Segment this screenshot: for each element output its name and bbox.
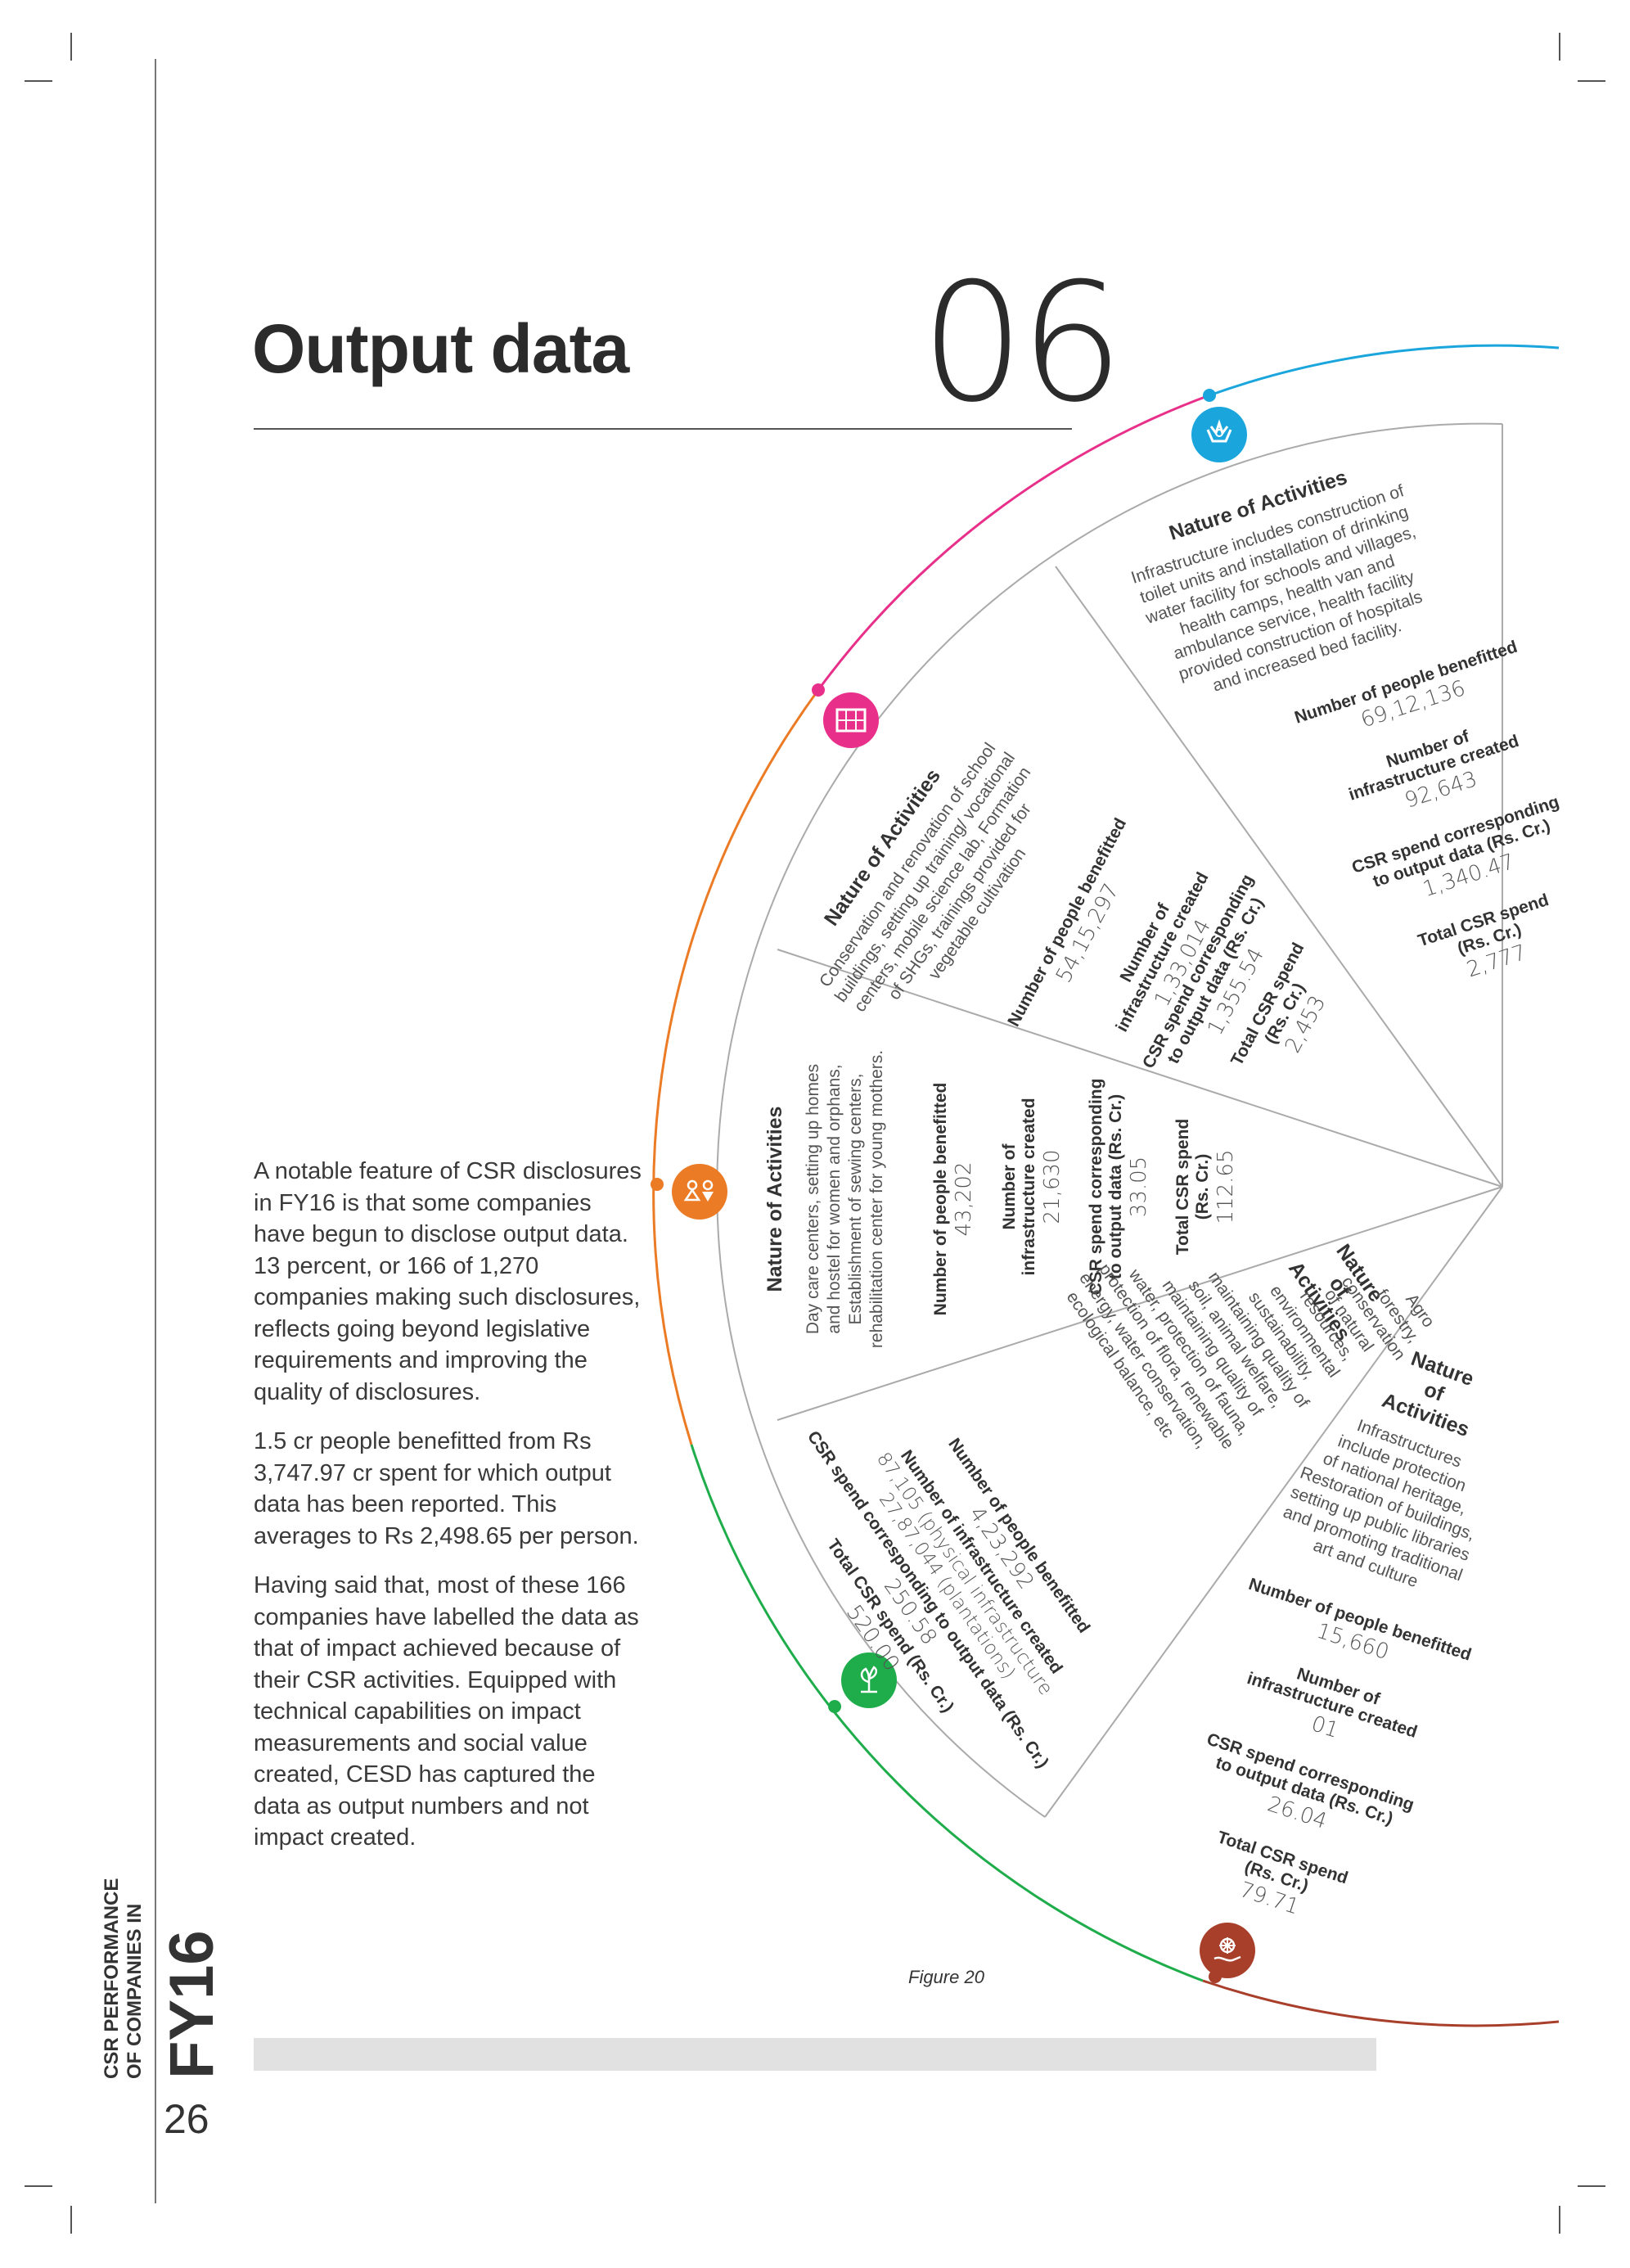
infra-label: Number of [1000,1143,1019,1229]
segment-heritage-figures: Number of people benefitted 15,660 Numbe… [1204,1575,1474,1920]
crop-mark [1578,80,1605,82]
arc-gender [652,689,820,1445]
wedge-outline [716,422,1503,1818]
segment-description: Establishment of sewing centers, [846,1074,865,1325]
crop-mark [1559,2206,1560,2234]
crop-mark [1578,2185,1605,2187]
infra-label: infrastructure created [1020,1098,1038,1275]
heritage-icon [1200,1923,1255,1978]
crop-mark [1559,33,1560,61]
sidebar-line-1: CSR PERFORMANCE [101,1878,123,2079]
arc-health [1209,344,1560,397]
crop-mark [25,2185,52,2187]
gender-icon [672,1164,727,1220]
page-number: 26 [164,2096,209,2142]
segment-heading: Nature of Activities [763,1107,786,1292]
footer-bar [254,2038,1376,2071]
segment-environment-figures: Number of people benefitted 4,23,292 Num… [804,1427,1093,1771]
crop-mark [70,33,72,61]
page-title: Output data [252,310,629,387]
left-margin-rule [155,59,156,2203]
arc-education [817,394,1210,691]
wedge-divider [777,1186,1503,1421]
sidebar-line-2: OF COMPANIES IN [124,1904,146,2079]
wedge-divider [1044,1186,1503,1818]
sidebar-year: FY16 [157,1930,221,2079]
arc-environment [690,1444,1204,1982]
segment-gender-figures: Total CSR spend (Rs. Cr.) 112.65 [1173,1119,1238,1255]
total-label: Total CSR spend [1173,1119,1192,1255]
arc-dot [812,683,825,697]
total-label: (Rs. Cr.) [1193,1154,1212,1220]
segment-description: Day care centers, setting up homes [804,1064,822,1334]
segment-gender: Nature of Activities [763,1107,786,1292]
segment-gender-description: Day care centers, setting up homes and h… [804,1050,886,1348]
arc-dot [651,1178,664,1191]
arc-heritage [1202,1979,1560,2027]
spend-value: 33.05 [1127,1157,1151,1217]
body-text: A notable feature of CSR disclosures in … [254,1156,646,1872]
figure-caption: Figure 20 [908,1967,984,1987]
spend-label: CSR spend corresponding [1087,1079,1105,1296]
education-icon [823,692,879,748]
environment-icon [841,1653,897,1708]
arc-dot [1203,389,1216,402]
health-icon [1191,407,1247,462]
segment-description: and hostel for women and orphans, [825,1064,844,1333]
title-underline [254,428,1072,430]
segment-description: rehabilitation center for young mothers. [867,1050,886,1348]
wedge-divider [777,949,1503,1188]
segment-gender-figures: Number of infrastructure created 21,630 [1000,1098,1065,1275]
people-value: 43,202 [952,1162,976,1237]
wedge-divider [1055,566,1503,1188]
arc-dot [828,1700,841,1713]
spend-label: to output data (Rs. Cr.) [1106,1094,1125,1279]
crop-mark [70,2206,72,2234]
total-value: 112.65 [1213,1150,1238,1224]
sidebar-label: CSR PERFORMANCE OF COMPANIES IN FY16 [101,1878,221,2079]
people-label: Number of people benefitted [1004,815,1130,1030]
people-label: Number of people benefitted [931,1083,950,1316]
crop-mark [25,80,52,82]
segment-gender-figures: Number of people benefitted 43,202 [931,1083,976,1316]
body-paragraph: A notable feature of CSR disclosures in … [254,1158,642,1405]
body-paragraph: Having said that, most of these 166 comp… [254,1572,639,1851]
infra-value: 21,630 [1040,1150,1065,1224]
section-number: 06 [921,248,1123,439]
body-paragraph: 1.5 cr people benefitted from Rs 3,747.9… [254,1428,639,1549]
segment-environment-description: Agro forestry, conservation of natural r… [1063,1260,1439,1453]
segment-gender-figures: CSR spend corresponding to output data (… [1087,1079,1151,1296]
